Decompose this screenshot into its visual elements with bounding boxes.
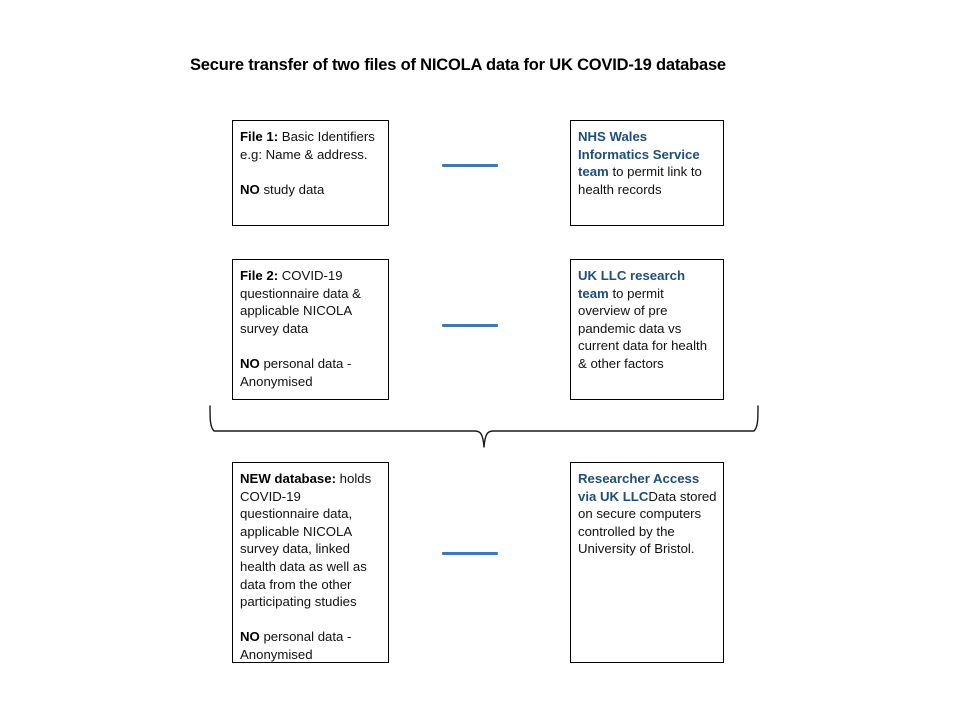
uk-llc-rest: to permit overview of pre pandemic data … [578,285,708,371]
file2-line-1: File 2: COVID-19 questionnaire data & ap… [240,267,382,337]
file1-no-lead: NO [240,181,260,197]
brace-path [209,405,759,448]
box-new-database: NEW database: holds COVID-19 questionnai… [232,462,389,663]
uk-llc-lead: UK LLC research team [578,268,686,301]
file1-gap [240,163,382,181]
nhs-wales-lead: NHS Wales Informatics Service team [578,129,700,180]
newdb-no-lead: NO [240,629,260,645]
merge-brace-connector [209,405,759,448]
uk-llc-text: UK LLC research team to permit overview … [578,267,717,373]
newdb-gap [240,611,382,629]
file2-line-3: NO personal data - Anonymised [240,355,382,390]
connector-file1-to-nhs-wales [442,164,498,167]
nhs-wales-rest: to permit link to health records [578,164,702,197]
researcher-access-lead: Researcher Access via UK LLC [578,471,700,504]
researcher-access-text: Researcher Access via UK LLCData stored … [578,470,717,558]
newdb-line-3: NO personal data - Anonymised [240,628,382,662]
file1-line-1: File 1: Basic Identifiers [240,128,382,146]
file1-line-2: e.g: Name & address. [240,146,368,162]
connector-new-database-to-researcher-access [442,552,498,555]
researcher-access-rest: Data stored on secure computers controll… [578,488,717,557]
file2-lead: File 2: [240,268,279,283]
connector-file2-to-uk-llc [442,324,498,327]
file1-line-1-rest: Basic Identifiers [278,129,375,144]
box-file-1: File 1: Basic Identifiers e.g: Name & ad… [232,120,389,226]
file1-lead: File 1: [240,129,279,144]
box-file-2: File 2: COVID-19 questionnaire data & ap… [232,259,389,400]
file2-no-lead: NO [240,355,260,371]
box-uk-llc-research-team: UK LLC research team to permit overview … [570,259,724,400]
file2-gap [240,337,382,355]
newdb-lead: NEW database: [240,471,336,486]
page-title: Secure transfer of two files of NICOLA d… [190,56,726,74]
newdb-line-3-rest: personal data - Anonymised [240,629,352,662]
newdb-line-1-rest: holds COVID-19 questionnaire data, appli… [240,471,372,610]
file2-line-3-rest: personal data - Anonymised [240,355,352,389]
nhs-wales-text: NHS Wales Informatics Service team to pe… [578,128,717,198]
newdb-line-1: NEW database: holds COVID-19 questionnai… [240,470,382,611]
file1-line-3: NO study data [240,181,382,199]
box-nhs-wales: NHS Wales Informatics Service team to pe… [570,120,724,226]
file1-line-3-rest: study data [259,181,325,197]
box-researcher-access: Researcher Access via UK LLCData stored … [570,462,724,663]
file2-line-1-rest: COVID-19 questionnaire data & applicable… [240,268,361,336]
